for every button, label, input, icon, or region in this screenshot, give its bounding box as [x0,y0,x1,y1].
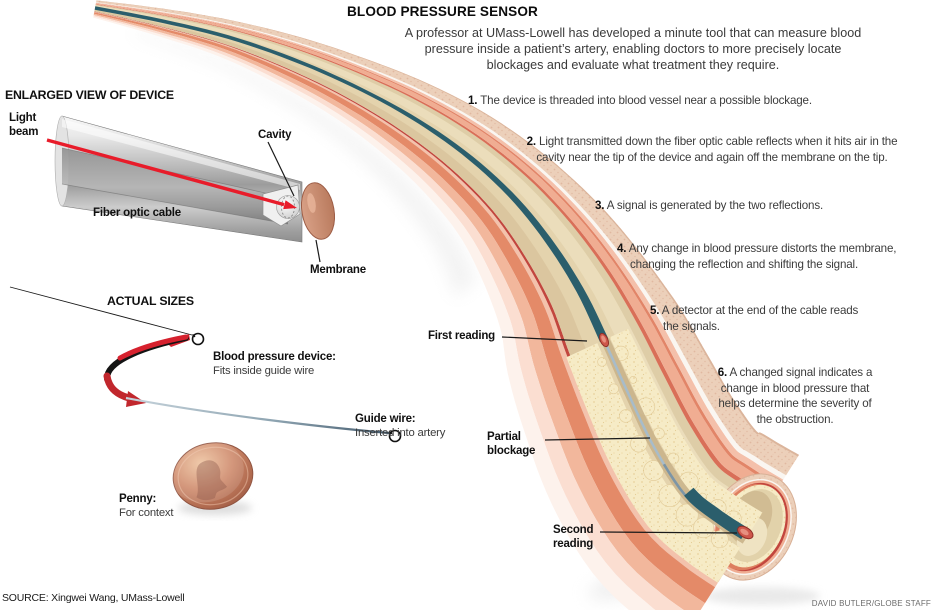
step-5-text: A detector at the end of the cable reads… [661,304,859,333]
label-light-beam: Light beam [9,112,39,138]
cavity-pointer [267,141,295,197]
sensor-tip-membrane [598,332,610,348]
opening-ground-shadow [704,587,820,605]
insertion-arrow-icon [103,334,189,407]
step-5: 5. A detector at the end of the cable re… [650,303,858,334]
device-size-label: Blood pressure device: Fits inside guide… [213,329,336,397]
step-6: 6. A changed signal indicates a change i… [690,365,900,427]
second-reading-pointer [599,531,738,534]
guide-wire-label: Guide wire: Inserted into artery [355,391,445,459]
guide-wire-title: Guide wire: [355,413,416,425]
device-size-sub: Fits inside guide wire [213,365,315,377]
step-1: 1. The device is threaded into blood ves… [468,93,812,109]
first-reading-pointer [501,336,588,342]
label-fiber-optic-cable: Fiber optic cable [93,207,181,219]
step-3: 3. A signal is generated by the two refl… [595,198,823,214]
label-second-reading: Second reading [553,524,594,550]
partial-blockage-plaque [566,328,763,583]
penny-label: Penny: For context [119,471,174,539]
label-cavity: Cavity [258,129,292,141]
actual-sizes-heading: ACTUAL SIZES [107,294,194,308]
step-1-text: The device is threaded into blood vessel… [477,94,812,107]
device-size-marker-icon [191,332,205,346]
step-5-number: 5. [650,304,660,317]
step-4: 4. Any change in blood pressure distorts… [617,241,896,272]
sensor-tip-membrane [737,525,754,540]
intro-paragraph: A professor at UMass-Lowell has develope… [404,26,862,72]
first-reading-tip [598,332,610,348]
step-3-text: A signal is generated by the two reflect… [604,199,824,212]
enlarged-view-heading: ENLARGED VIEW OF DEVICE [5,88,174,102]
penny-title: Penny: [119,493,157,505]
actual-size-guide-wire [125,396,390,435]
step-2: 2. Light transmitted down the fiber opti… [467,134,934,165]
step-6-number: 6. [717,366,728,379]
advanced-cable-in-artery [684,487,749,540]
device-size-title: Blood pressure device: [213,351,336,363]
artist-credit: DAVID BUTLER/GLOBE STAFF [811,599,931,608]
penny-image [168,439,254,510]
label-membrane: Membrane [310,264,366,276]
second-reading-tip [737,525,754,540]
source-credit: SOURCE: Xingwei Wang, UMass-Lowell [2,592,185,604]
light-beam-arrow-icon [46,138,297,210]
step-2-number: 2. [526,135,537,148]
label-partial-blockage: Partial blockage [487,431,536,457]
enlarged-device-cylinder [54,115,336,243]
guide-wire-marker-icon [388,429,402,443]
step-6-text: A changed signal indicates a change in b… [718,366,873,426]
membrane-disc [300,182,336,240]
step-4-text: Any change in blood pressure distorts th… [628,242,897,271]
penny-sub: For context [119,507,174,519]
step-1-number: 1. [468,94,478,107]
partial-blockage-pointer [544,437,651,441]
page-title: BLOOD PRESSURE SENSOR [347,4,538,19]
label-first-reading: First reading [427,330,495,342]
pointer-lines [9,141,738,534]
enlarged-to-actual-pointer [9,286,193,336]
guide-wire-sub: Inserted into artery [355,427,446,439]
step-3-number: 3. [595,199,605,212]
guide-wire-in-artery [602,339,702,511]
membrane-pointer [315,239,321,263]
step-2-text: Light transmitted down the fiber optic c… [536,135,898,164]
step-4-number: 4. [617,242,627,255]
